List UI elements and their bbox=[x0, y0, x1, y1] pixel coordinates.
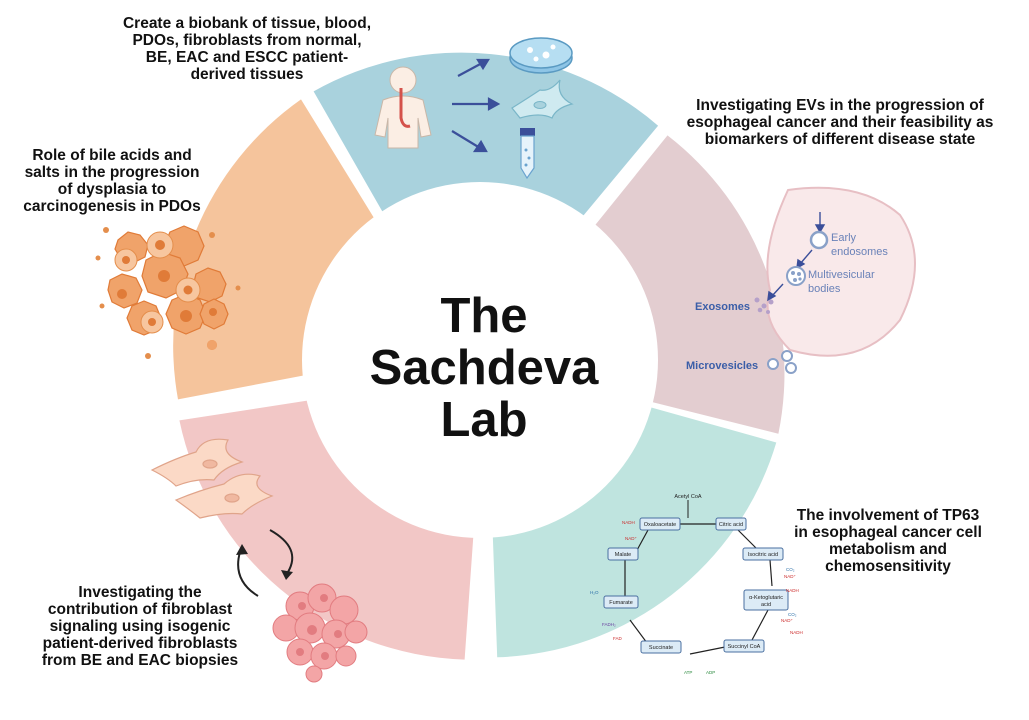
svg-text:α-Ketoglutaric: α-Ketoglutaric bbox=[749, 595, 783, 601]
tumor-cluster-icon bbox=[272, 583, 368, 683]
early-endosome-icon bbox=[809, 230, 829, 250]
svg-text:Isocitric acid: Isocitric acid bbox=[748, 552, 778, 558]
svg-text:NADH: NADH bbox=[622, 520, 635, 525]
segment-tp63 bbox=[492, 403, 777, 658]
svg-text:NAD⁺: NAD⁺ bbox=[784, 574, 797, 579]
svg-text:Fumarate: Fumarate bbox=[609, 600, 633, 606]
tube-icon bbox=[520, 128, 535, 180]
cycle-arrows bbox=[237, 529, 294, 597]
early-endosomes-label-2: endosomes bbox=[831, 246, 888, 258]
evs-label: Investigating EVs in the progression of … bbox=[686, 97, 994, 148]
svg-text:FADH₂: FADH₂ bbox=[602, 622, 616, 627]
arrow-icons bbox=[451, 58, 501, 153]
cell-membrane bbox=[766, 186, 916, 357]
bile-label: Role of bile acids and salts in the prog… bbox=[23, 147, 201, 215]
svg-text:NAD⁺: NAD⁺ bbox=[781, 618, 794, 623]
svg-text:Citric acid: Citric acid bbox=[719, 522, 743, 528]
svg-text:ADP: ADP bbox=[706, 670, 715, 675]
human-body-icon bbox=[374, 66, 432, 149]
fibroblast-cells-icon bbox=[150, 438, 274, 519]
svg-text:ATP: ATP bbox=[684, 670, 692, 675]
microvesicles-label: Microvesicles bbox=[686, 360, 758, 372]
svg-text:H₂O: H₂O bbox=[590, 590, 599, 595]
petri-dish-icon bbox=[509, 37, 573, 74]
ev-arrows bbox=[767, 212, 826, 302]
mvb-label-2: bodies bbox=[808, 283, 841, 295]
svg-text:NAD⁺: NAD⁺ bbox=[625, 536, 638, 541]
svg-text:NADH: NADH bbox=[786, 588, 799, 593]
svg-text:acid: acid bbox=[761, 602, 771, 608]
multivesicular-body-icon bbox=[786, 266, 806, 286]
svg-text:Malate: Malate bbox=[615, 552, 632, 558]
lab-name-line2: Sachdeva bbox=[370, 341, 600, 395]
center-circle bbox=[302, 182, 658, 538]
lab-name-line1: The bbox=[440, 289, 527, 343]
segment-fibroblast bbox=[179, 397, 475, 660]
exosome-dots bbox=[754, 297, 774, 314]
svg-text:CO₂: CO₂ bbox=[786, 567, 795, 572]
tca-cycle: Acetyl CoA Oxaloacetate Citric acid Isoc… bbox=[590, 494, 803, 675]
svg-text:Oxaloacetate: Oxaloacetate bbox=[644, 522, 676, 528]
tp63-label: The involvement of TP63 in esophageal ca… bbox=[794, 507, 982, 575]
early-endosomes-label-1: Early bbox=[831, 232, 857, 244]
segment-evs bbox=[580, 135, 785, 434]
pdo-cell-cluster bbox=[95, 225, 241, 359]
microvesicle-icons bbox=[767, 350, 797, 374]
svg-text:FAD: FAD bbox=[613, 636, 623, 641]
fibroblast-label: Investigating the contribution of fibrob… bbox=[41, 584, 239, 669]
lab-name-line3: Lab bbox=[440, 393, 527, 447]
svg-text:Succinyl CoA: Succinyl CoA bbox=[728, 644, 761, 650]
svg-text:Succinate: Succinate bbox=[649, 645, 673, 651]
svg-text:CO₂: CO₂ bbox=[788, 612, 797, 617]
svg-text:Acetyl CoA: Acetyl CoA bbox=[674, 494, 702, 500]
exosomes-label: Exosomes bbox=[695, 301, 750, 313]
fibroblast-cell-icon bbox=[511, 79, 574, 119]
biobank-label: Create a biobank of tissue, blood, PDOs,… bbox=[122, 15, 372, 83]
svg-text:NADH: NADH bbox=[790, 630, 803, 635]
mvb-label-1: Multivesicular bbox=[808, 269, 875, 281]
